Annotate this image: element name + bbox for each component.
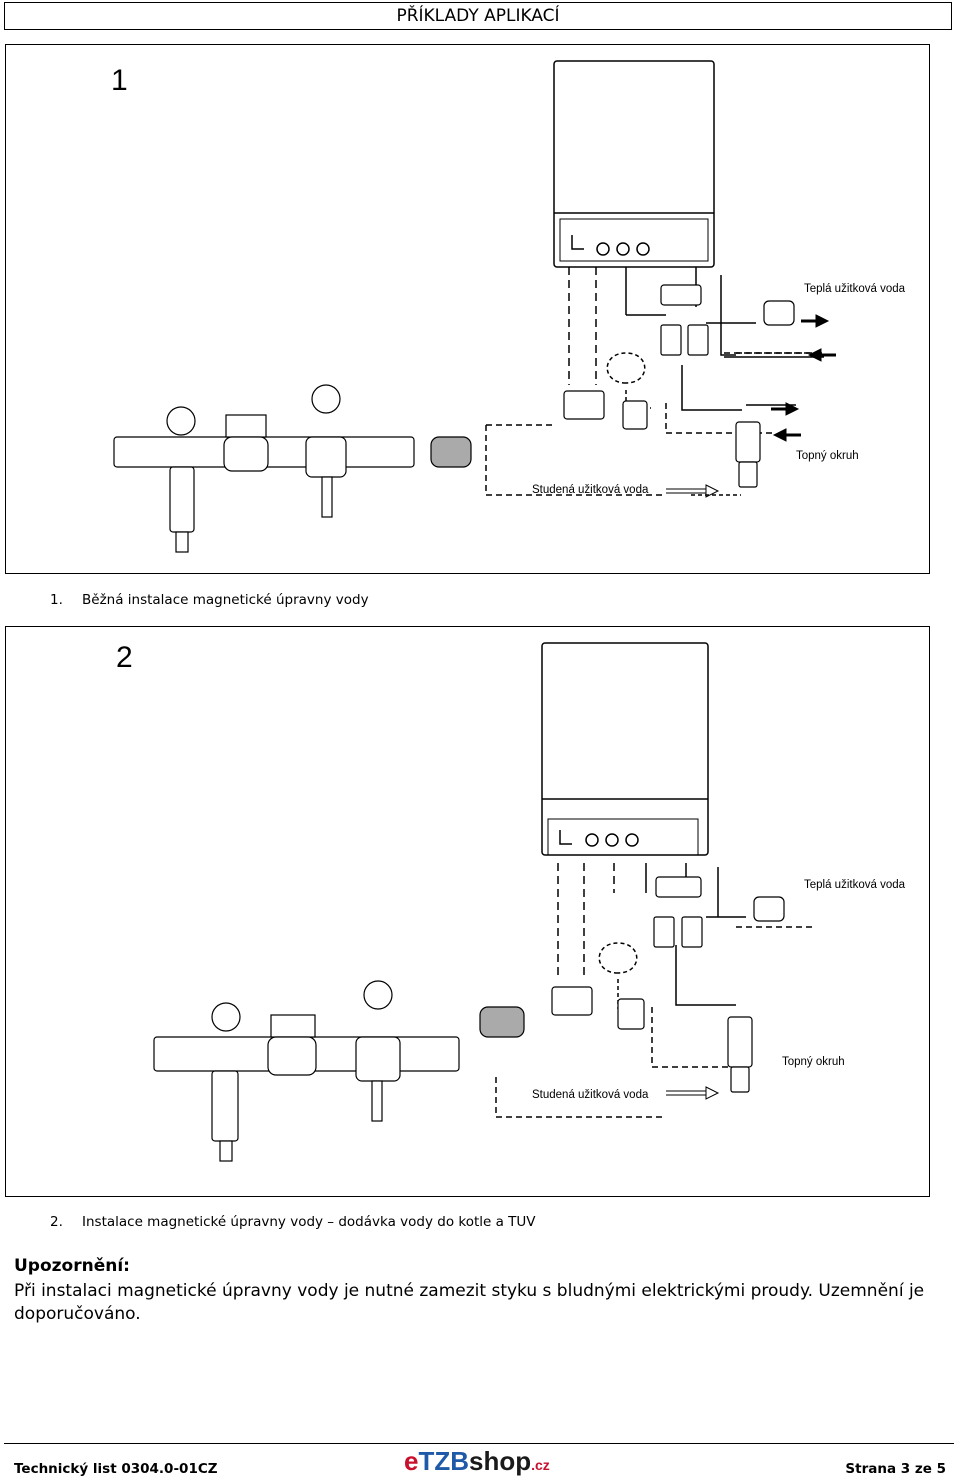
caption-number: 1.: [50, 592, 63, 608]
figure-1-caption: 1. Běžná instalace magnetické úpravny vod…: [50, 592, 369, 608]
etzbshop-logo: eTZBshop.cz: [404, 1446, 550, 1477]
water-meter-assembly: [113, 384, 472, 553]
logo-part-cz: .cz: [531, 1457, 550, 1473]
label-heating-circuit: Topný okruh: [796, 450, 859, 462]
label-hot-water: Teplá užitková voda: [804, 283, 906, 295]
caption-text: Běžná instalace magnetické úpravny vody: [82, 592, 369, 608]
boiler: [541, 642, 709, 856]
warning-text: Při instalaci magnetické úpravny vody je…: [14, 1281, 925, 1324]
label-cold-water: Studená užitková voda: [532, 1089, 649, 1101]
boiler: [553, 60, 715, 268]
page-title: PŘÍKLADY APLIKACÍ: [396, 6, 560, 26]
figure-2-number: 2: [116, 641, 133, 674]
label-cold-water: Studená užitková voda: [532, 484, 649, 496]
warning-title: Upozornění:: [14, 1256, 130, 1276]
valves-right: [551, 876, 785, 1093]
figure-2: 2: [5, 626, 930, 1197]
logo-part-e: e: [404, 1446, 419, 1476]
figure-1-diagram: 1: [111, 60, 906, 553]
page-header: PŘÍKLADY APLIKACÍ: [4, 2, 952, 30]
figure-2-diagram: 2: [116, 641, 906, 1162]
caption-number: 2.: [50, 1214, 63, 1230]
figure-1: 1: [5, 44, 930, 574]
label-hot-water: Teplá užitková voda: [804, 879, 906, 891]
logo-part-shop: shop: [469, 1446, 532, 1476]
valves-right: [563, 284, 795, 488]
figure-2-caption: 2. Instalace magnetické úpravny vody – do…: [50, 1214, 536, 1230]
page-number: Strana 3 ze 5: [845, 1461, 946, 1477]
logo-part-tzb: TZB: [418, 1446, 470, 1476]
caption-text: Instalace magnetické úpravny vody – dodá…: [82, 1214, 536, 1230]
footer-divider: [4, 1443, 954, 1444]
document-id: Technický list 0304.0-01CZ: [14, 1461, 218, 1477]
figure-1-number: 1: [111, 64, 128, 97]
label-heating-circuit: Topný okruh: [782, 1056, 845, 1068]
flow-arrows: [666, 1086, 720, 1100]
water-meter-assembly: [153, 980, 525, 1162]
flow-arrows: [666, 314, 836, 498]
